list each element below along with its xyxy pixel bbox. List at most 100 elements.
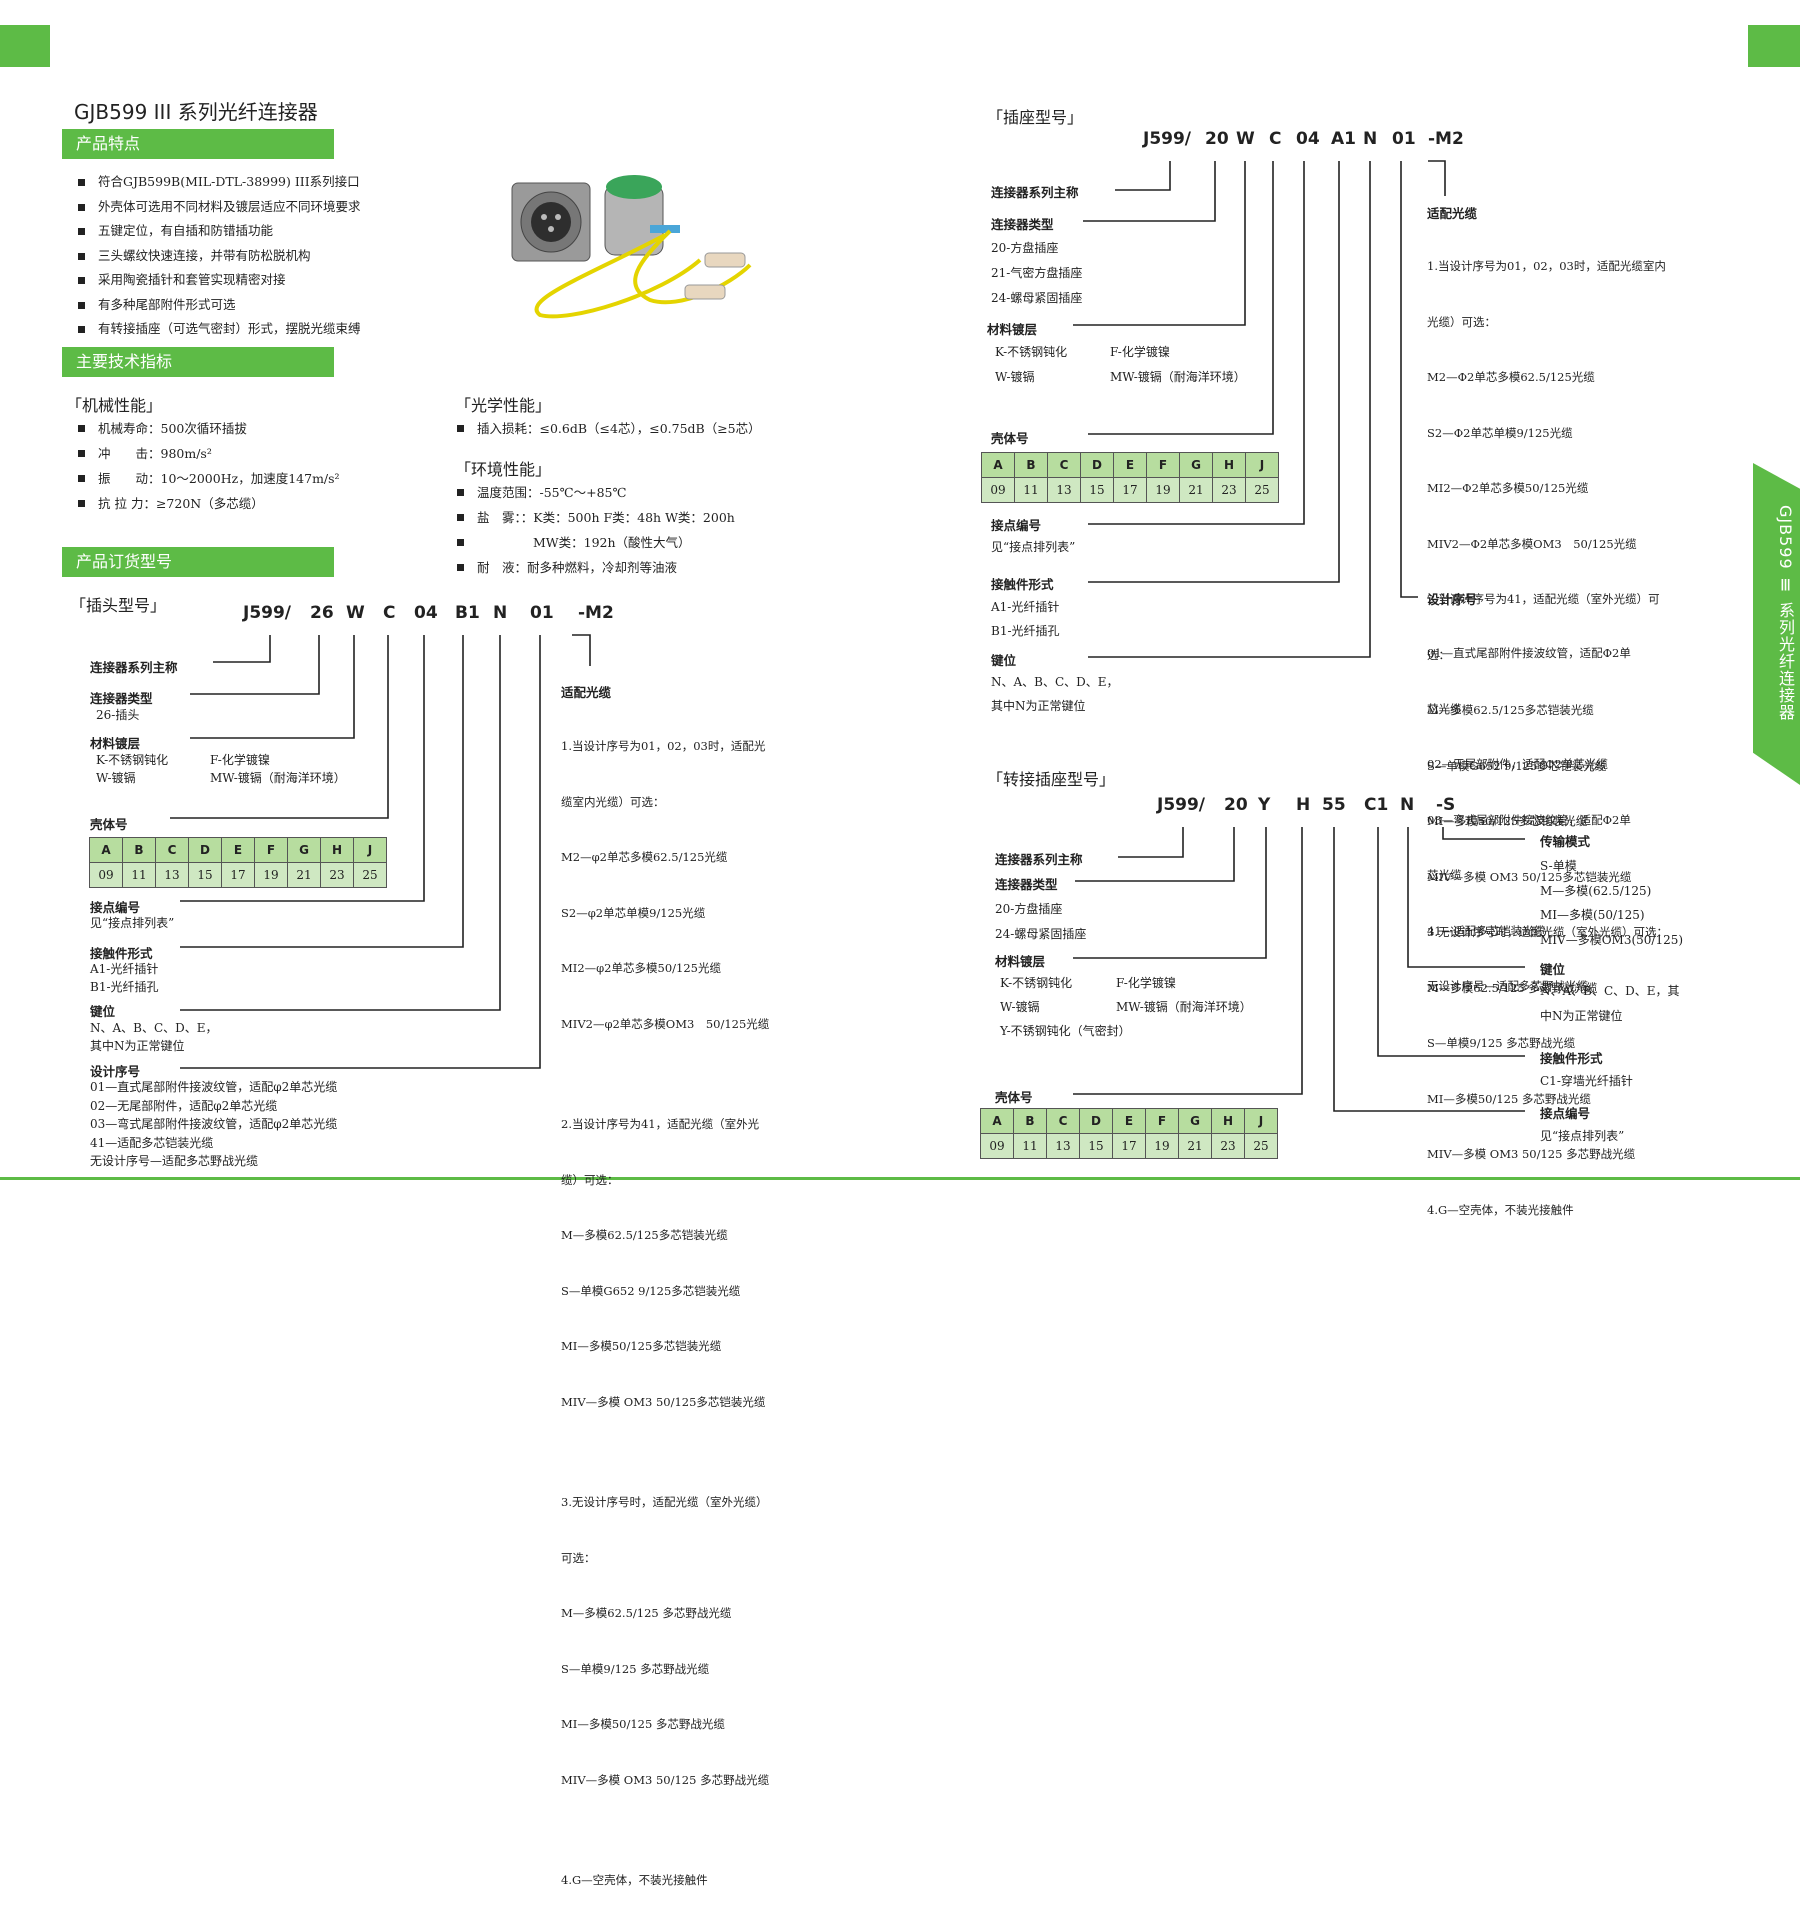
rec-contact-label: 接点编号 <box>991 518 1042 533</box>
shell-number: 19 <box>254 862 288 888</box>
corner-tab-right <box>1748 25 1800 67</box>
list-item: MIV2—φ2单芯多模OM3 50/125光缆 <box>561 1016 770 1031</box>
side-tab <box>1753 463 1800 785</box>
list-item: 无设计序号—适配多芯野战光缆 <box>1427 979 1588 993</box>
list-item: S2—Φ2单芯单模9/125光缆 <box>1427 425 1573 440</box>
adp-code-2: Y <box>1258 795 1271 815</box>
plug-shell-table: A B C D E F G H J 09 11 13 15 17 19 21 2… <box>89 837 387 888</box>
list-item: 温度范围：-55℃～+85℃ <box>455 480 735 505</box>
list-item: 24-螺母紧固插座 <box>991 291 1083 305</box>
rec-mat-f: F-化学镀镍 <box>1110 345 1170 359</box>
list-item: MI2—Φ2单芯多模50/125光缆 <box>1427 481 1589 495</box>
list-item <box>561 1448 769 1456</box>
list-item: MIV—多模 OM3 50/125多芯铠装光缆 <box>1427 869 1632 884</box>
rec-code-8: -M2 <box>1428 129 1464 149</box>
shell-letter: H <box>1211 1108 1245 1134</box>
env-title: 「环境性能」 <box>455 460 552 479</box>
plug-contact-text: 见“接点排列表” <box>90 916 175 930</box>
adp-mat-mw: MW-镀镉（耐海洋环境） <box>1116 1000 1252 1014</box>
adp-code-6: N <box>1400 795 1415 815</box>
plug-code-1: 26 <box>310 603 334 623</box>
shell-number: 13 <box>155 862 189 888</box>
rec-code-7: 01 <box>1392 129 1416 149</box>
adp-contact-text: 见“接点排列表” <box>1540 1129 1625 1143</box>
rec-code-5: A1 <box>1331 129 1356 149</box>
list-item: 可选： <box>561 1550 596 1565</box>
list-item: 3.无设计序号时，适配光缆（室外光缆）可选： <box>1427 925 1668 939</box>
adp-code-3: H <box>1296 795 1311 815</box>
adp-mode-list: S-单模 M—多模(62.5/125) MI—多模(50/125) MIV—多模… <box>1540 854 1683 952</box>
shell-letter: J <box>1245 452 1279 478</box>
env-list: 温度范围：-55℃～+85℃ 盐 雾：：K类：500h F类：48h W类：20… <box>455 480 735 580</box>
page-title: GJB599 III 系列光纤连接器 <box>74 100 318 124</box>
rec-code-1: 20 <box>1205 129 1229 149</box>
rec-type-label: 连接器类型 <box>991 217 1054 232</box>
adp-mat-k: K-不锈钢钝化 <box>1000 976 1073 990</box>
plug-form-b1: B1-光纤插孔 <box>90 980 159 994</box>
list-item: MI—多模(50/125) <box>1540 908 1645 922</box>
list-item: S—单模G652 9/125多芯铠装光缆 <box>1427 758 1607 773</box>
list-item: S2—φ2单芯单模9/125光缆 <box>561 905 706 920</box>
list-item: M—多模62.5/125 多芯野战光缆 <box>1427 980 1598 995</box>
shell-number: 25 <box>1245 477 1279 503</box>
list-item: 无设计序号—适配多芯野战光缆 <box>90 1154 259 1168</box>
rec-design-label: 设计序号 <box>1427 592 1478 607</box>
adp-type-list: 20-方盘插座 24-螺母紧固插座 <box>995 897 1086 947</box>
shell-number: 19 <box>1146 477 1180 503</box>
shell-letter: C <box>1046 1108 1080 1134</box>
shell-letter: A <box>981 452 1015 478</box>
list-item: 41—适配多芯铠装光缆 <box>90 1135 214 1150</box>
list-item: 盐 雾：：K类：500h F类：48h W类：200h <box>455 505 735 530</box>
shell-number: 19 <box>1145 1133 1179 1159</box>
adp-series-label: 连接器系列主称 <box>995 852 1083 867</box>
list-item: 缆室内光缆）可选： <box>561 794 665 809</box>
adp-key-text2: 中N为正常键位 <box>1540 1009 1623 1023</box>
rec-code-6: N <box>1363 129 1378 149</box>
shell-letter: D <box>1079 1108 1113 1134</box>
plug-design-label: 设计序号 <box>90 1064 141 1079</box>
plug-key-text2: 其中N为正常键位 <box>90 1039 185 1053</box>
list-item: MI2—φ2单芯多模50/125光缆 <box>561 961 721 975</box>
list-item: MIV—多模 OM3 50/125 多芯野战光缆 <box>1427 1147 1636 1161</box>
rec-form-label: 接触件形式 <box>991 577 1054 592</box>
list-item: MIV2—Φ2单芯多模OM3 50/125光缆 <box>1427 536 1637 551</box>
shell-number: 11 <box>1013 1133 1047 1159</box>
list-item: M—多模62.5/125 多芯野战光缆 <box>561 1606 732 1620</box>
adp-code-5: C1 <box>1364 795 1389 815</box>
list-item: 外壳体可选用不同材料及镀层适应不同环境要求 <box>76 195 361 220</box>
shell-letter: F <box>254 837 288 863</box>
salt-extra: MW类：192h（酸性大气） <box>533 535 691 550</box>
list-item: 3.无设计序号时，适配光缆（室外光缆） <box>561 1495 768 1509</box>
shell-number: 23 <box>320 862 354 888</box>
adapter-title: 「转接插座型号」 <box>987 770 1116 789</box>
list-item: 芯光缆 <box>1427 701 1462 716</box>
shell-letter: E <box>221 837 255 863</box>
plug-design-list: 01—直式尾部附件接波纹管，适配φ2单芯光缆 02—无尾部附件，适配φ2单芯光缆… <box>90 1078 337 1171</box>
order-heading: 产品订货型号 <box>62 547 334 577</box>
plug-mat-w: W-镀镉 <box>96 771 136 785</box>
list-item: 20-方盘插座 <box>995 902 1063 916</box>
rec-fiber-list: 1.当设计序号为01，02，03时，适配光缆室内 光缆）可选： M2—Φ2单芯多… <box>1427 220 1668 1238</box>
list-item: M—多模(62.5/125) <box>1540 883 1652 898</box>
shell-letter: D <box>188 837 222 863</box>
rec-fiber-label: 适配光缆 <box>1427 206 1478 221</box>
list-item: 01—直式尾部附件接波纹管，适配φ2单芯光缆 <box>90 1080 338 1094</box>
list-item: 20-方盘插座 <box>991 241 1059 255</box>
list-item: 4.G—空壳体，不装光接触件 <box>561 1873 708 1887</box>
list-item: M2—Φ2单芯多模62.5/125光缆 <box>1427 370 1595 384</box>
list-item: 三头螺纹快速连接，并带有防松脱机构 <box>76 244 361 269</box>
shell-number: 17 <box>1112 1133 1146 1159</box>
shell-number: 21 <box>1179 477 1213 503</box>
feature-list: 符合GJB599B(MIL-DTL-38999) III系列接口 外壳体可选用不… <box>76 170 361 342</box>
rec-mat-w: W-镀镉 <box>995 370 1035 384</box>
list-item: 缆）可选： <box>561 1172 619 1187</box>
adp-type-label: 连接器类型 <box>995 877 1058 892</box>
list-item: MIV—多模OM3(50/125) <box>1540 932 1684 947</box>
shell-number: 15 <box>188 862 222 888</box>
shell-letter: B <box>1014 452 1048 478</box>
shell-number: 13 <box>1046 1133 1080 1159</box>
rec-key-text1: N、A、B、C、D、E， <box>991 675 1119 689</box>
mech-list: 机械寿命：500次循环插拔 冲 击：980m/s² 振 动：10～2000Hz，… <box>76 416 340 516</box>
rec-series-label: 连接器系列主称 <box>991 185 1079 200</box>
bottom-rule <box>0 1177 1800 1180</box>
